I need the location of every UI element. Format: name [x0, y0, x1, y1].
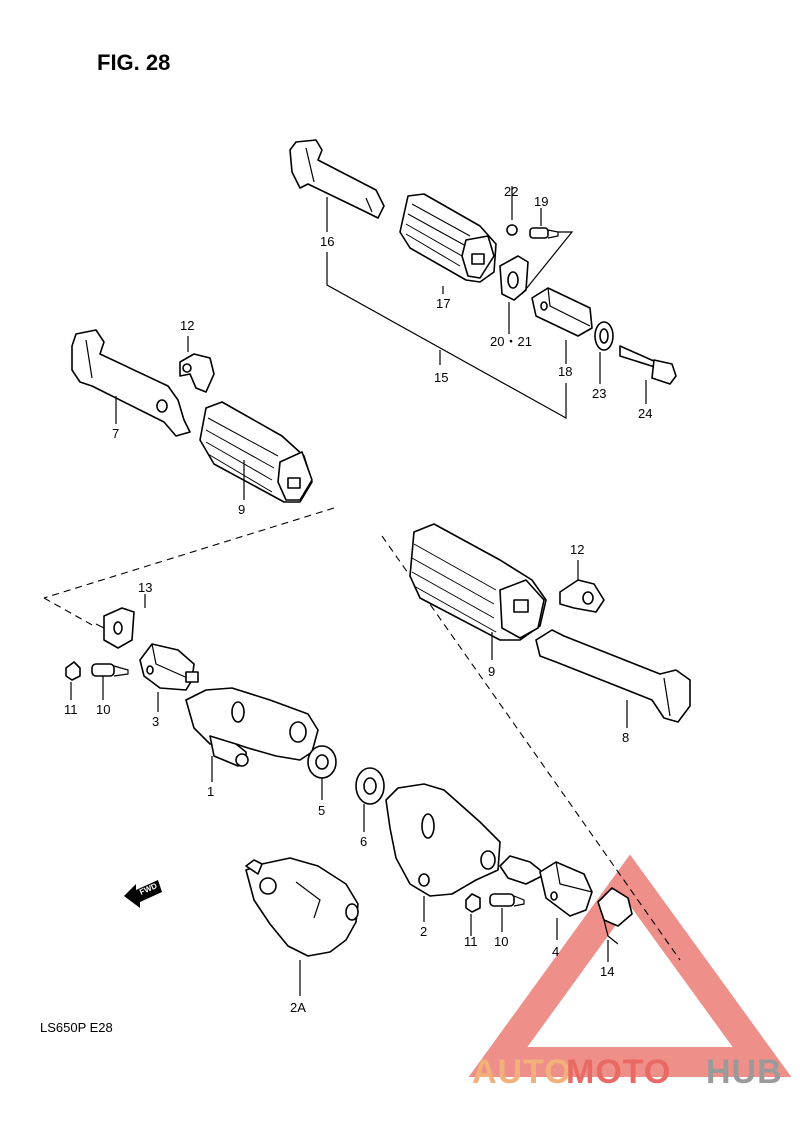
part-12-bracket-right — [559, 579, 605, 613]
callout-10-left: 10 — [96, 702, 110, 717]
callout-2a: 2A — [290, 1000, 306, 1015]
part-6-nut — [355, 767, 385, 805]
part-8-footrest-shaft — [535, 629, 691, 723]
svg-text:AUTO: AUTO — [472, 1053, 572, 1091]
callout-11-right: 11 — [464, 934, 478, 949]
part-17-footrest-rubber — [399, 193, 497, 283]
fwd-direction-marker: FWD — [124, 880, 162, 908]
callout-1: 1 — [207, 784, 214, 799]
callout-9-left: 9 — [238, 502, 245, 517]
part-22-cap — [506, 224, 518, 236]
callout-4: 4 — [552, 944, 559, 959]
part-13-plate — [95, 607, 135, 649]
part-3-bracket — [139, 643, 199, 691]
callout-23: 23 — [592, 386, 606, 401]
callout-10-right: 10 — [494, 934, 508, 949]
callout-5: 5 — [318, 803, 325, 818]
part-10-bolt-left — [91, 663, 129, 677]
svg-text:MOTO: MOTO — [566, 1053, 671, 1091]
callout-14: 14 — [600, 964, 614, 979]
callout-6: 6 — [360, 834, 367, 849]
part-4-bracket — [499, 855, 593, 917]
callout-11-left: 11 — [64, 702, 78, 717]
part-1-mount-plate — [185, 687, 319, 767]
callout-13: 13 — [138, 580, 152, 595]
callout-17: 17 — [436, 296, 450, 311]
callout-8: 8 — [622, 730, 629, 745]
part-18-bracket — [531, 287, 593, 337]
callout-18: 18 — [558, 364, 572, 379]
part-11-cap-right — [465, 893, 481, 913]
part-10-bolt-right — [489, 893, 525, 907]
callout-16: 16 — [320, 234, 334, 249]
part-19-bolt — [529, 227, 559, 239]
callout-2: 2 — [420, 924, 427, 939]
callout-24: 24 — [638, 406, 652, 421]
callout-9-right: 9 — [488, 664, 495, 679]
part-7-footrest-shaft — [71, 329, 191, 437]
part-9-footrest-rubber-left — [199, 401, 313, 503]
callout-15: 15 — [434, 370, 448, 385]
callout-12-upper: 12 — [180, 318, 194, 333]
part-9-footrest-rubber-right — [409, 523, 547, 641]
part-12-bracket-upper — [179, 353, 215, 393]
svg-text:HUB: HUB — [706, 1053, 783, 1091]
callout-3: 3 — [152, 714, 159, 729]
part-11-cap-left — [65, 661, 81, 681]
watermark-logo-triangle — [468, 854, 792, 1077]
callout-22: 22 — [504, 184, 518, 199]
figure-title: FIG. 28 — [97, 50, 170, 75]
part-2-mount-plate — [385, 783, 501, 897]
part-23-washer — [594, 321, 614, 351]
part-24-bolt — [619, 345, 677, 385]
part-2a-mount-bracket — [245, 857, 359, 957]
part-16-footrest-shaft — [289, 139, 385, 219]
callout-12-right: 12 — [570, 542, 584, 557]
watermark-logo-text: AUTO MOTO HUB — [472, 1053, 783, 1091]
callout-19: 19 — [534, 194, 548, 209]
part-14-clip — [597, 887, 633, 945]
callout-7: 7 — [112, 426, 119, 441]
part-5-nut — [307, 745, 337, 779]
model-code: LS650P E28 — [40, 1020, 113, 1035]
callout-20-21: 20・21 — [490, 334, 532, 349]
part-20-21-plate — [499, 255, 529, 301]
